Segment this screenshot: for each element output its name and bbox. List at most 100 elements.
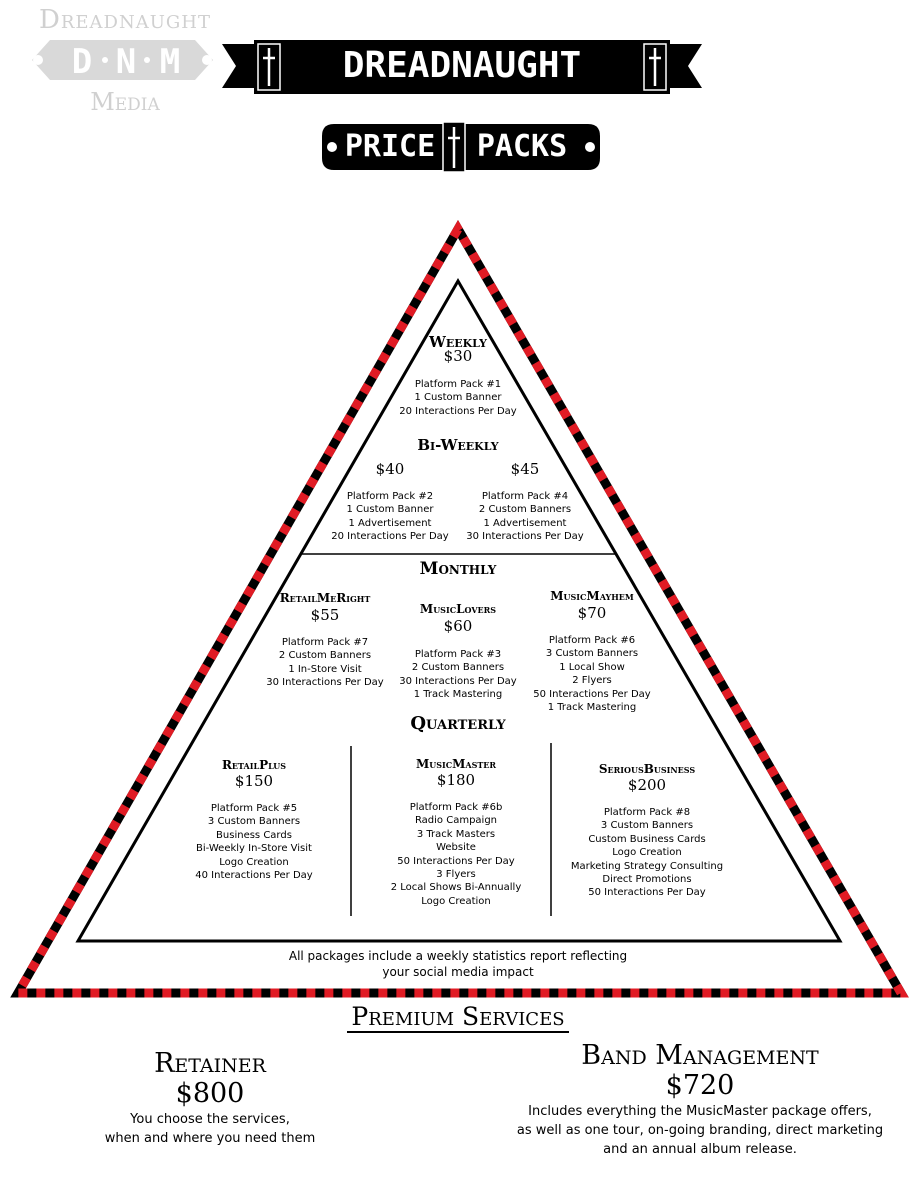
monthly-package-2-price: $60	[443, 617, 473, 635]
feature-item: 20 Interactions Per Day	[331, 531, 449, 543]
feature-item: Platform Pack #6b	[409, 802, 503, 813]
quarterly-package-1-features: Platform Pack #5 3 Custom Banners Busine…	[179, 802, 329, 882]
feature-item: Platform Pack #8	[603, 807, 691, 818]
feature-item: 2 Custom Banners	[411, 662, 505, 674]
feature-item: Radio Campaign	[414, 815, 498, 827]
monthly-package-2-name: MusicLovers	[419, 602, 497, 616]
band-line: and an annual album release.	[603, 1142, 797, 1157]
feature-item: Platform Pack #1	[414, 379, 502, 390]
band-description: Includes everything the MusicMaster pack…	[490, 1102, 910, 1159]
weekly-title: Weekly	[428, 333, 488, 351]
feature-item: Platform Pack #2	[346, 491, 434, 502]
footnote: All packages include a weekly statistics…	[215, 948, 701, 980]
feature-item: Logo Creation	[612, 847, 682, 859]
feature-item: Custom Business Cards	[588, 833, 706, 845]
logo-letter-d: D	[72, 42, 92, 82]
logo-letter-m: M	[160, 42, 180, 82]
feature-item: 30 Interactions Per Day	[266, 677, 384, 689]
quarterly-package-3-features: Platform Pack #8 3 Custom Banners Custom…	[567, 806, 727, 900]
feature-item: 1 Advertisement	[348, 517, 432, 529]
feature-item: 50 Interactions Per Day	[588, 887, 706, 899]
pyramid-inner-border	[75, 277, 843, 943]
quarterly-package-2-name: MusicMaster	[415, 757, 497, 771]
feature-item: Direct Promotions	[602, 874, 692, 886]
feature-item: Platform Pack #6	[548, 635, 636, 646]
band-price: $720	[665, 1070, 735, 1101]
feature-item: Marketing Strategy Consulting	[570, 860, 724, 872]
title-banner	[222, 40, 702, 94]
quarterly-package-3-name: SeriousBusiness	[598, 762, 696, 776]
feature-item: 2 Flyers	[572, 675, 612, 687]
feature-item: 50 Interactions Per Day	[533, 688, 651, 700]
feature-item: Logo Creation	[421, 895, 491, 907]
feature-item: 50 Interactions Per Day	[397, 855, 515, 867]
feature-item: 1 Custom Banner	[346, 504, 434, 516]
band-title: Band Management	[581, 1040, 819, 1071]
feature-item: 30 Interactions Per Day	[466, 531, 584, 543]
feature-item: 1 Track Mastering	[547, 702, 637, 714]
monthly-package-2-features: Platform Pack #3 2 Custom Banners 30 Int…	[388, 648, 528, 702]
logo-letter-n: N	[116, 42, 136, 82]
band-line: as well as one tour, on-going branding, …	[516, 1123, 884, 1138]
retainer-line: when and where you need them	[104, 1131, 316, 1146]
feature-item: 1 Track Mastering	[413, 689, 503, 701]
feature-item: 3 Flyers	[436, 869, 476, 881]
feature-item: Bi-Weekly In-Store Visit	[196, 843, 312, 855]
quarterly-package-2-price: $180	[436, 771, 476, 789]
feature-item: 2 Custom Banners	[478, 504, 572, 516]
feature-item: Business Cards	[216, 829, 292, 841]
monthly-package-1-name: RetailMeRight	[279, 591, 371, 605]
feature-item: 3 Custom Banners	[600, 820, 694, 832]
feature-item: Website	[436, 842, 476, 854]
feature-item: Platform Pack #5	[210, 803, 298, 814]
footnote-line-1: All packages include a weekly statistics…	[288, 949, 628, 963]
pyramid-outer-dashes	[10, 220, 909, 998]
biweekly-left-price: $40	[375, 460, 405, 478]
subtitle-left: PRICE	[344, 129, 436, 164]
biweekly-right-features: Platform Pack #4 2 Custom Banners 1 Adve…	[455, 490, 595, 544]
feature-item: 30 Interactions Per Day	[399, 675, 517, 687]
quarterly-title: Quarterly	[410, 713, 506, 734]
retainer-description: You choose the services, when and where …	[40, 1110, 380, 1148]
feature-item: 1 Local Show	[559, 661, 625, 673]
feature-item: 2 Custom Banners	[278, 650, 372, 662]
feature-item: 3 Track Masters	[416, 828, 496, 840]
retainer-title: Retainer	[154, 1048, 266, 1079]
footnote-line-2: your social media impact	[382, 965, 534, 979]
subtitle-right: PACKS	[476, 129, 568, 164]
monthly-package-1-price: $55	[310, 606, 340, 624]
logo-badge: D N M	[32, 40, 213, 82]
quarterly-package-2-features: Platform Pack #6b Radio Campaign 3 Track…	[376, 801, 536, 908]
logo-bottom-word: Media	[90, 88, 160, 116]
feature-item: 1 Advertisement	[483, 517, 567, 529]
monthly-title: Monthly	[419, 559, 497, 579]
quarterly-package-1-name: RetailPlus	[221, 758, 287, 772]
biweekly-right-price: $45	[510, 460, 540, 478]
retainer-price: $800	[175, 1078, 245, 1109]
feature-item: Platform Pack #3	[414, 649, 502, 660]
monthly-package-3-price: $70	[577, 604, 607, 622]
monthly-package-3-name: MusicMayhem	[550, 589, 634, 603]
feature-item: 3 Custom Banners	[207, 816, 301, 828]
band-line: Includes everything the MusicMaster pack…	[528, 1104, 872, 1119]
quarterly-package-3-price: $200	[627, 776, 667, 794]
feature-item: Logo Creation	[219, 856, 289, 868]
feature-item: Platform Pack #7	[281, 637, 369, 648]
feature-item: Platform Pack #4	[481, 491, 569, 502]
subtitle-banner	[322, 121, 600, 173]
feature-item: 1 In-Store Visit	[288, 663, 362, 675]
feature-item: 2 Local Shows Bi-Annually	[390, 882, 522, 894]
weekly-price: $30	[443, 347, 473, 365]
feature-item: 1 Custom Banner	[414, 392, 502, 404]
weekly-features: Platform Pack #1 1 Custom Banner 20 Inte…	[378, 378, 538, 418]
monthly-package-3-features: Platform Pack #6 3 Custom Banners 1 Loca…	[522, 634, 662, 714]
retainer-line: You choose the services,	[130, 1112, 290, 1127]
biweekly-left-features: Platform Pack #2 1 Custom Banner 1 Adver…	[320, 490, 460, 544]
feature-item: 20 Interactions Per Day	[399, 405, 517, 417]
logo-top-word: Dreadnaught	[39, 5, 211, 35]
feature-item: 40 Interactions Per Day	[195, 870, 313, 882]
premium-heading: Premium Services	[298, 1002, 618, 1033]
feature-item: 3 Custom Banners	[545, 648, 639, 660]
